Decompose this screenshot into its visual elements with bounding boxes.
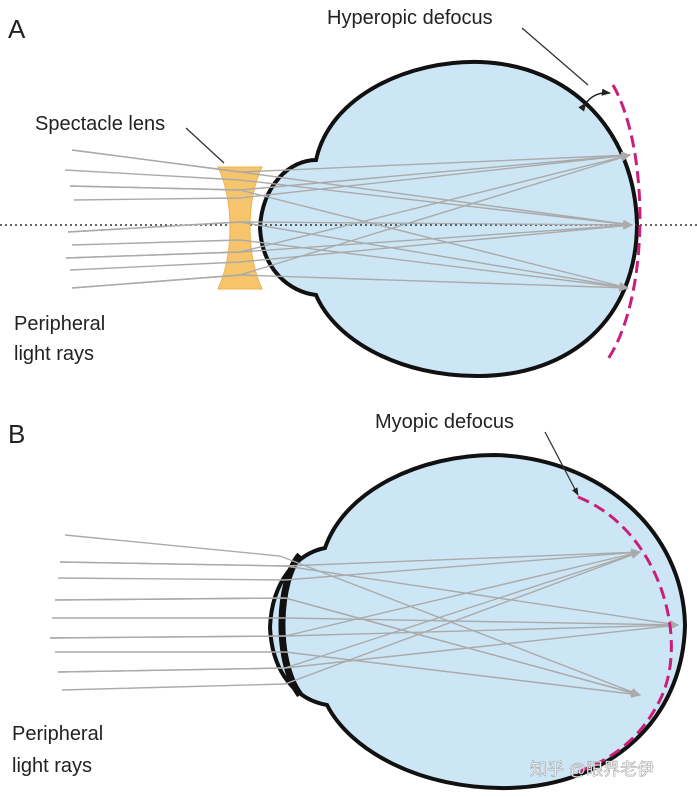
panel-a-eyeball <box>257 59 640 379</box>
spectacle-lens-label: Spectacle lens <box>35 113 165 135</box>
panel-a-ray <box>64 169 633 228</box>
defocus-gap-arrow <box>578 88 611 112</box>
myopic-defocus-curve <box>577 495 673 774</box>
panel-b-ray <box>49 621 679 639</box>
panel-a-light-rays <box>64 149 633 292</box>
panel-a-ray <box>71 153 631 289</box>
watermark: 知乎 @眼界老伊 <box>530 760 654 779</box>
panel-a-rays-label-line1: Peripheral <box>14 313 105 335</box>
panel-b-ray <box>59 548 641 567</box>
panel-b-rays-label-line2: light rays <box>12 755 92 777</box>
panel-b-ray <box>64 534 641 696</box>
panel-b-ray <box>54 597 641 697</box>
panel-a-ray <box>73 152 631 201</box>
panel-b-letter: B <box>8 419 25 449</box>
panel-b-ray <box>52 617 679 629</box>
panel-b-ray <box>61 551 641 691</box>
panel-a-ray <box>71 149 633 228</box>
panel-a-ray <box>69 221 633 271</box>
panel-b-ray <box>57 551 641 673</box>
panel-b-rays-label-line1: Peripheral <box>12 723 103 745</box>
panel-a-ray <box>71 239 629 291</box>
panel-b-ray <box>57 548 641 581</box>
lens-leader-line <box>185 127 225 164</box>
myopic-defocus-label: Myopic defocus <box>375 411 514 433</box>
panel-b: B Myopic defocus Peripheral light rays <box>8 411 688 791</box>
panel-a-ray <box>69 151 631 191</box>
panel-a-rays-label-line2: light rays <box>14 343 94 365</box>
panel-b-ray <box>55 651 641 698</box>
panel-b-light-rays <box>49 534 679 698</box>
panel-a: A Spectacle lens Hyperopic defocus Perip… <box>0 7 697 379</box>
panel-a-ray <box>65 221 633 259</box>
panel-a-ray <box>67 221 629 291</box>
hyperopic-defocus-label: Hyperopic defocus <box>327 7 493 29</box>
panel-a-letter: A <box>8 14 26 44</box>
myopic-leader-line <box>544 431 579 496</box>
hyperopic-defocus-curve <box>604 84 642 363</box>
hyperopic-leader-line <box>521 27 589 86</box>
